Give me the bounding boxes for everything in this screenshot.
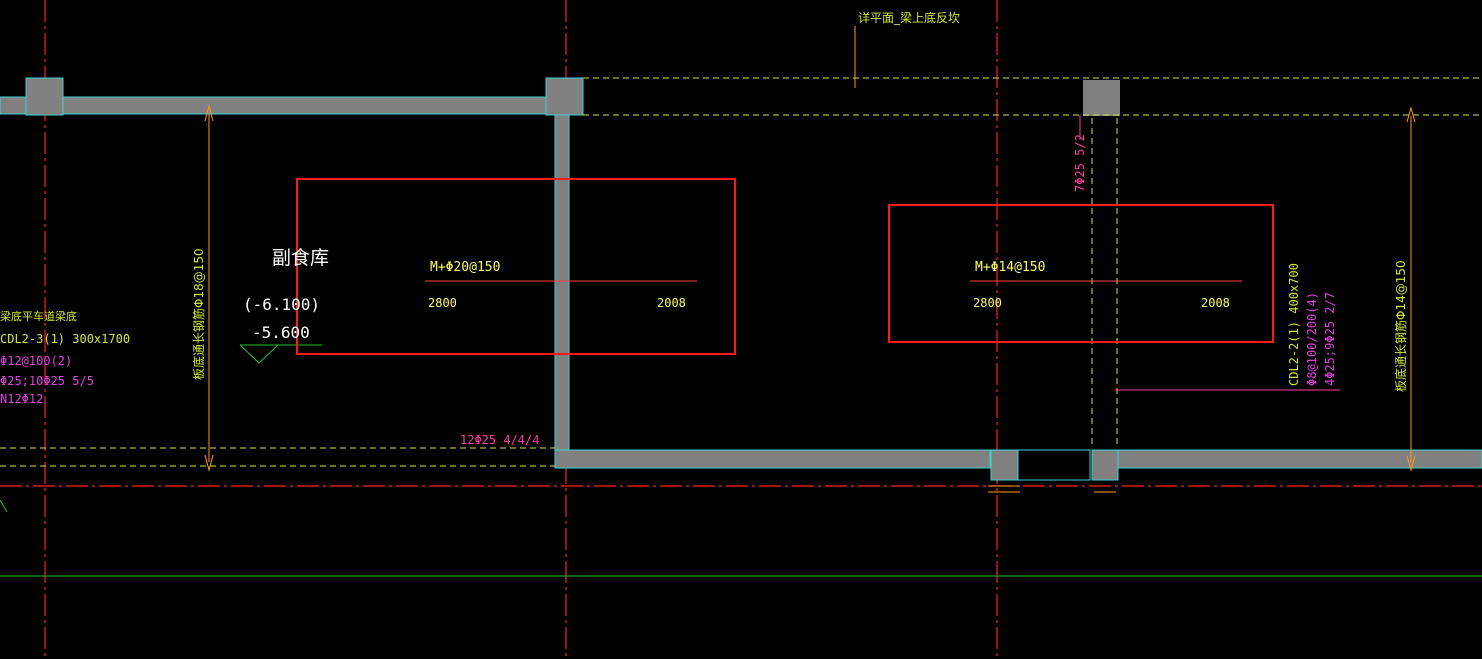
top-note: 详平面_梁上底反坎 [858,10,960,25]
highlight-box-2[interactable] [888,204,1274,343]
beam-right-line-1: CDL2-2(1) 400x700 [1287,263,1301,386]
right-top-rebar-label: 7Φ25 5/2 [1073,134,1087,192]
left-rebar-vertical: 板底通长钢筋Φ18@150 [191,248,206,380]
elevation-1: (-6.100) [243,295,320,314]
box2-rebar: M+Φ14@150 [975,260,1045,275]
room-name: 副食库 [272,247,329,269]
right-rebar-vertical: 板底通长钢筋Φ14@150 [1393,260,1408,392]
leader-lines [1079,115,1340,391]
box2-left-len: 2800 [973,296,1002,310]
beam-right-line-2: Φ8@100/200(4) [1305,292,1319,386]
beam-right-line-3: 4Φ25;9Φ25 2/7 [1323,292,1337,386]
dimension-lines [204,26,1416,493]
column-2 [545,77,584,116]
left-beam-title: 梁底平车道梁底 [0,309,77,323]
box1-right-len: 2008 [657,296,686,310]
wall-bottom-right-2 [1117,449,1482,469]
elevation-marker [239,344,322,364]
bottom-rebar-label: 12Φ25 4/4/4 [460,433,539,447]
dashed-beam-lines [0,77,1482,467]
left-beam-line-2: Φ12@100(2) [0,354,72,368]
wall-bottom-right [554,449,991,469]
box1-left-len: 2800 [428,296,457,310]
column-4 [990,449,1019,481]
wall-vertical-mid [554,113,570,469]
wall-top-left [0,96,567,115]
green-tick-left [0,499,8,513]
column-1 [25,77,64,116]
highlight-box-1[interactable] [296,178,736,355]
column-3 [1083,80,1120,116]
column-5 [1091,449,1119,481]
box2-right-len: 2008 [1201,296,1230,310]
box1-rebar: M+Φ20@150 [430,260,500,275]
left-beam-line-1: CDL2-3(1) 300x1700 [0,332,130,346]
left-beam-line-3: Φ25;10Φ25 5/5 [0,374,94,388]
walls [0,77,1482,481]
left-beam-line-4: N12Φ12 [0,392,43,406]
elevation-2: -5.600 [252,323,310,342]
